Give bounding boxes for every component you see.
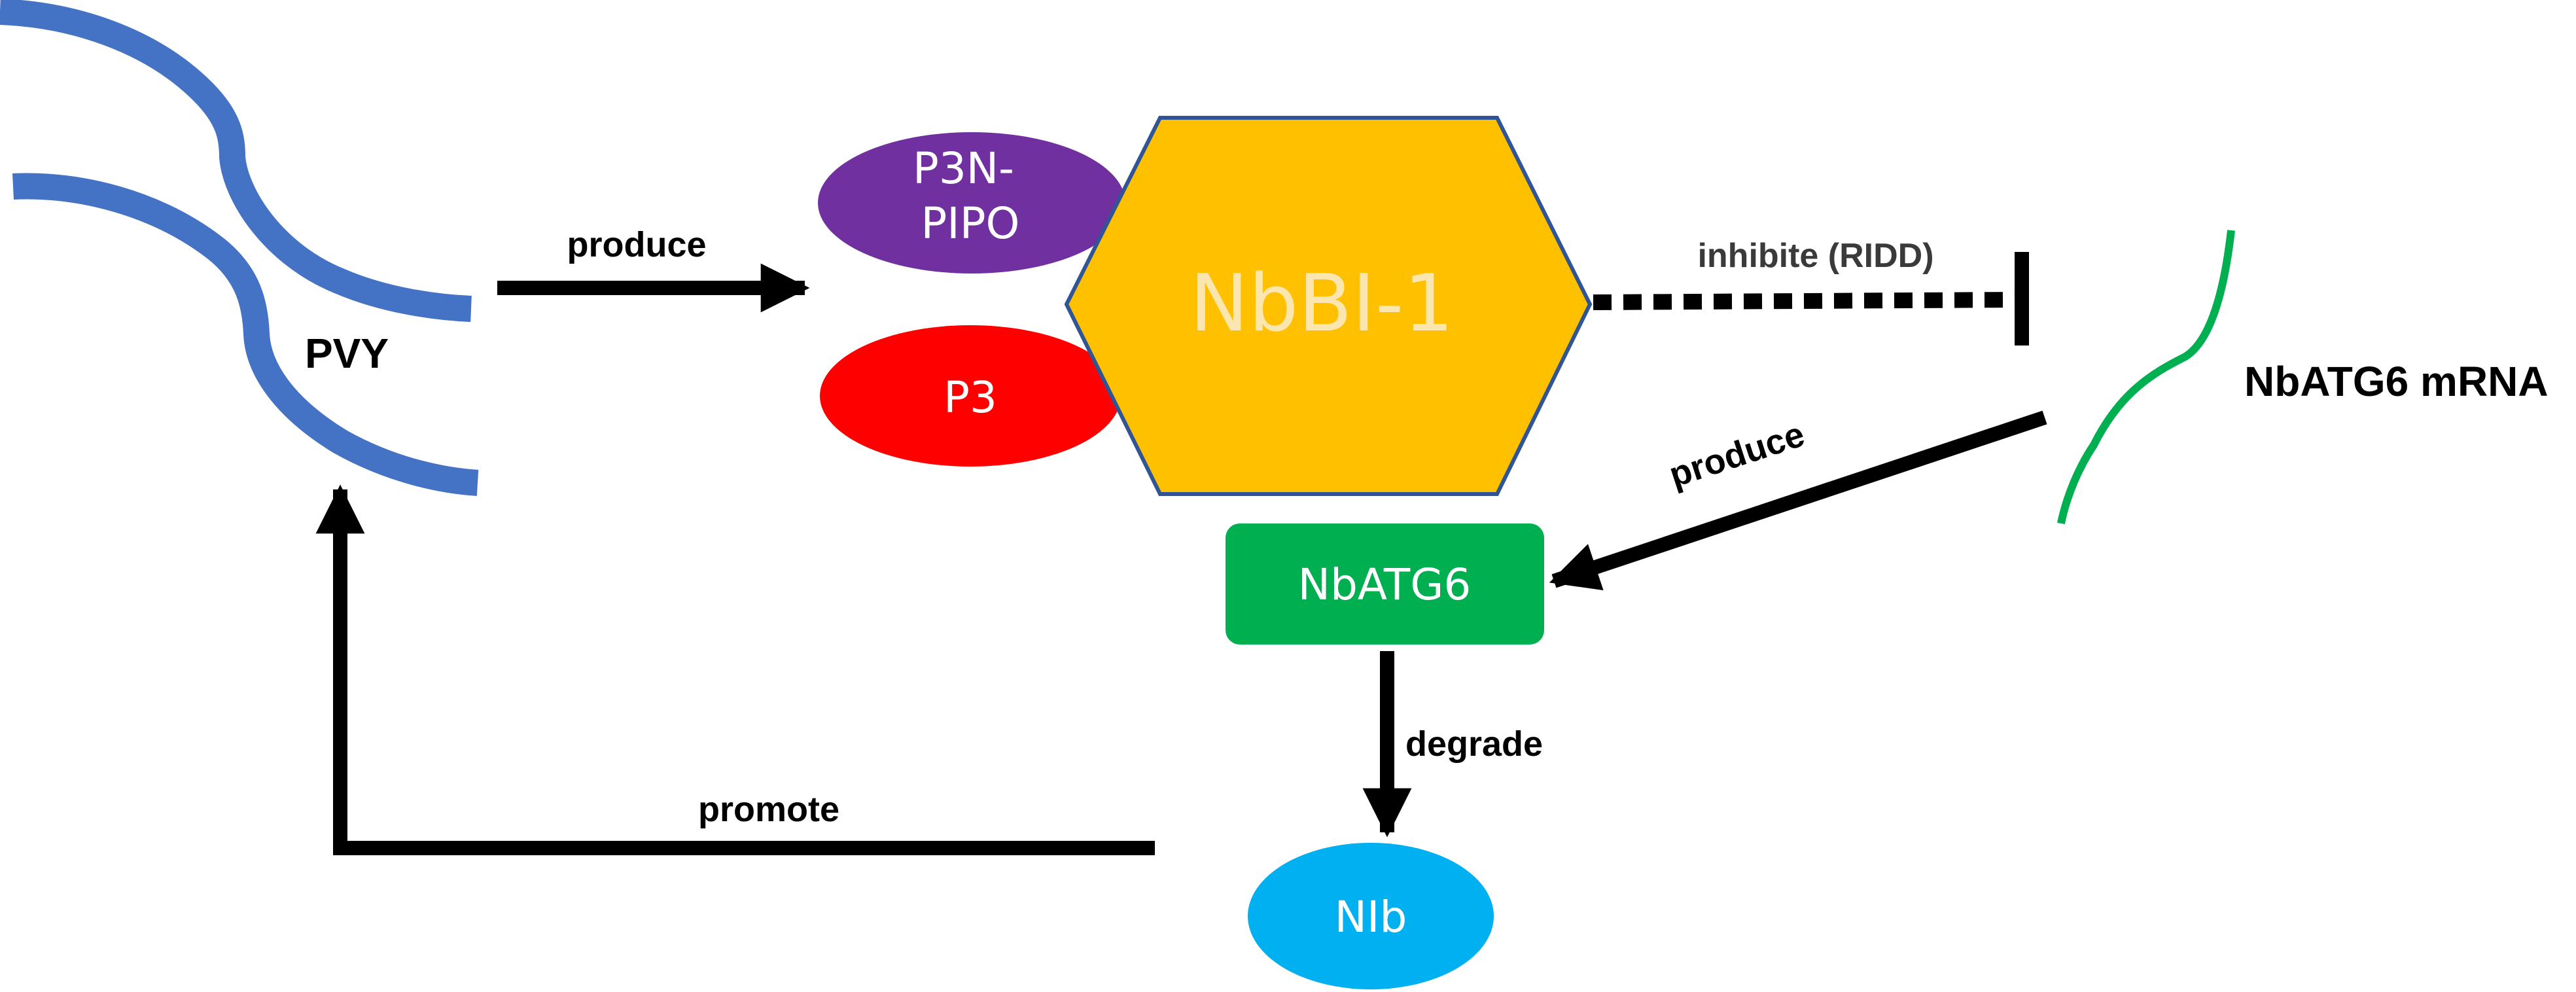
- nbatg6-mrna-label: NbATG6 mRNA: [2244, 358, 2549, 405]
- p3-node: [820, 325, 1121, 467]
- promote-arrow: [315, 484, 1155, 855]
- p3n-pipo-label-line2: PIPO: [921, 198, 1019, 249]
- p3n-pipo-node: [818, 132, 1125, 274]
- pvy-strand-upper: [0, 0, 472, 322]
- pvy-strand-lower: [12, 173, 479, 496]
- nbatg6-label: NbATG6: [1298, 559, 1472, 610]
- inhibit-edge: [1593, 292, 2016, 310]
- p3n-pipo-label-line1: P3N-: [913, 143, 1014, 194]
- nbatg6-mrna-strand: [2057, 230, 2235, 525]
- p3n-pipo-label: P3N- PIPO: [913, 143, 1028, 249]
- mrna-produce-arrow: [1549, 410, 2047, 591]
- pvy-label: PVY: [305, 330, 389, 377]
- nbatg6-node: [1226, 523, 1544, 645]
- nib-node: [1248, 843, 1494, 989]
- p3-label: P3: [944, 372, 997, 423]
- degrade-label: degrade: [1405, 724, 1543, 764]
- pvy-virus-strands: [0, 0, 479, 496]
- promote-label: promote: [698, 790, 839, 829]
- inhibit-label: inhibite (RIDD): [1697, 237, 1933, 275]
- mrna-produce-label: produce: [1665, 414, 1809, 495]
- nbbi1-label: NbBI-1: [1190, 258, 1453, 349]
- nbbi1-node: [1064, 116, 1593, 496]
- nib-label: NIb: [1335, 892, 1407, 942]
- produce-label: produce: [567, 225, 706, 264]
